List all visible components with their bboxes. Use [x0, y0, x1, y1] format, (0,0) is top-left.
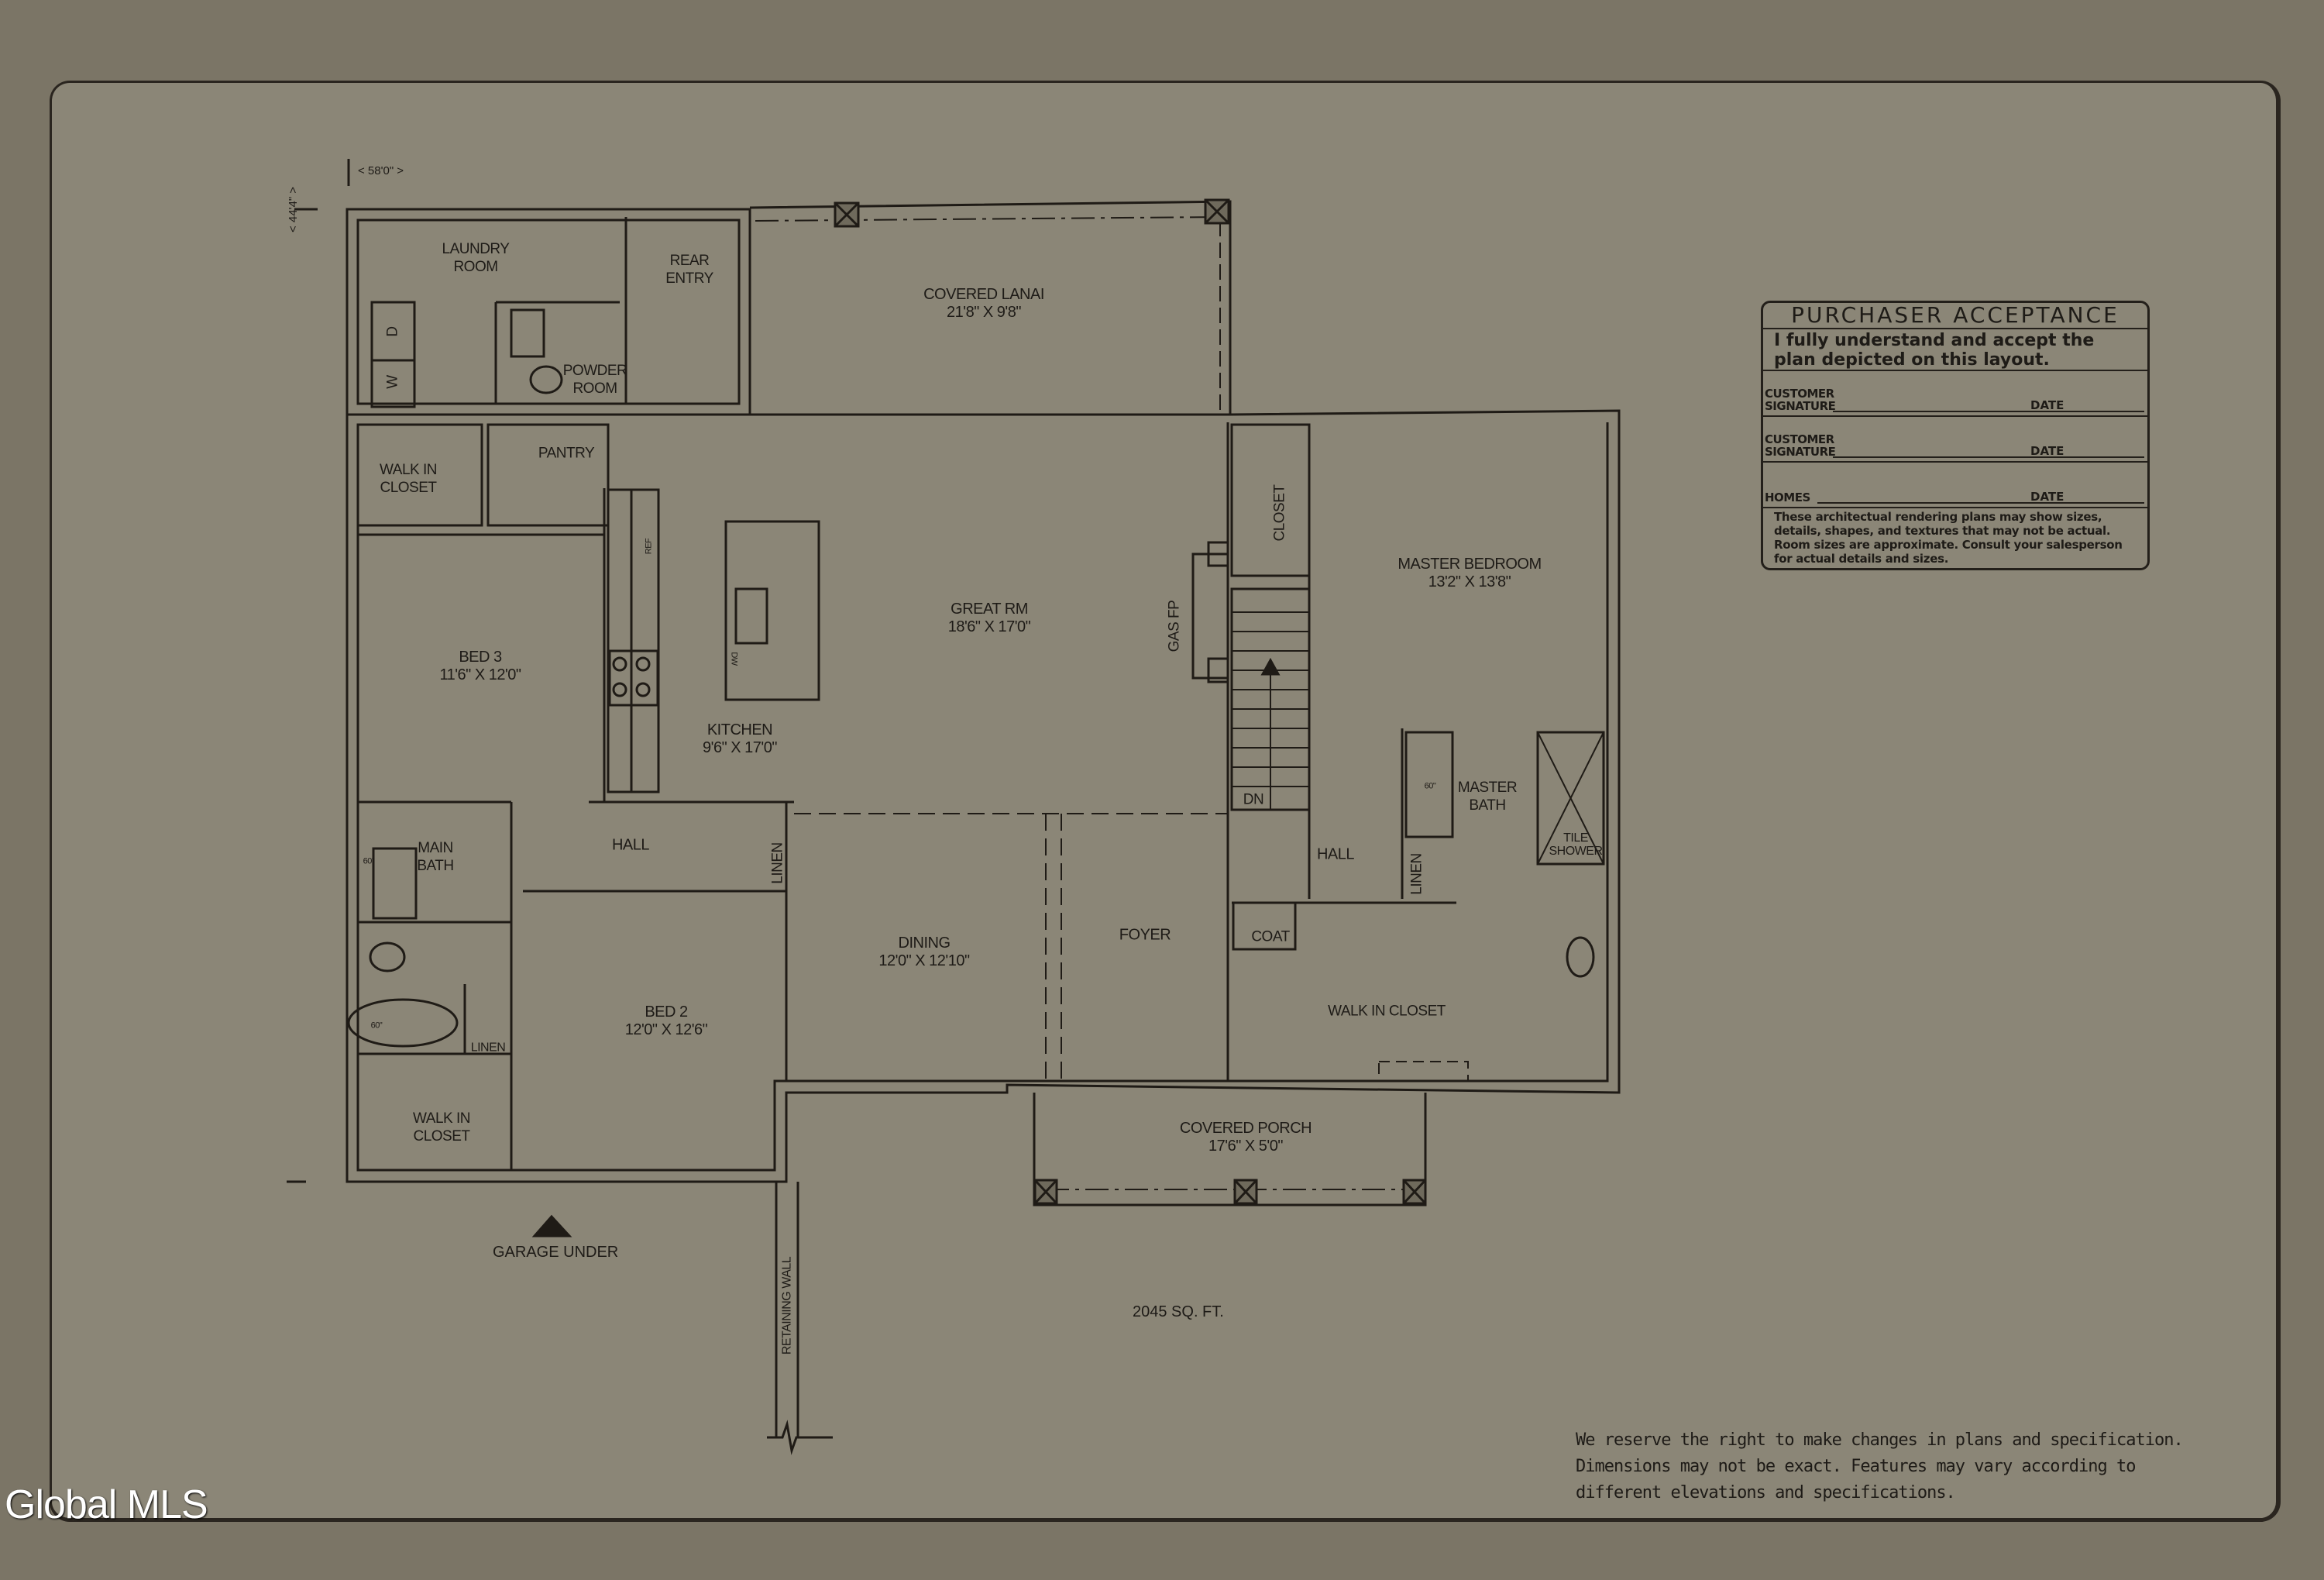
- room-kitchen-size: 9'6" X 17'0": [703, 739, 777, 756]
- dishwasher-label: DW: [729, 652, 739, 666]
- wic-bed3-name: WALK IN: [380, 462, 437, 478]
- room-covered-lanai: COVERED LANAI 21'8" X 9'8": [923, 286, 1044, 322]
- main-tub-size: 60": [370, 1021, 383, 1031]
- linen-hall: LINEN: [769, 842, 786, 884]
- wic-bed2-name-2: CLOSET: [413, 1128, 470, 1145]
- room-rear-entry: REAR ENTRY: [665, 252, 713, 287]
- purchaser-acceptance-title: PURCHASER ACCEPTANCE: [1763, 303, 2147, 329]
- room-bed2: BED 2 12'0" X 12'6": [625, 1003, 708, 1039]
- acceptance-fine-print: These architectual rendering plans may s…: [1774, 510, 2123, 566]
- total-square-footage: 2045 SQ. FT.: [1133, 1303, 1224, 1320]
- room-dining-name: DINING: [898, 935, 951, 952]
- room-hall-right: HALL: [1316, 845, 1355, 863]
- room-covered-porch-size: 17'6" X 5'0": [1208, 1138, 1283, 1155]
- room-laundry-name: LAUNDRY: [442, 241, 510, 257]
- disclaimer-line-3: different elevations and specifications.: [1576, 1483, 1956, 1503]
- overall-width-dimension: < 58'0" >: [358, 164, 404, 177]
- room-rear-entry-name-2: ENTRY: [665, 270, 713, 287]
- room-bed3: BED 3 11'6" X 12'0": [439, 649, 521, 684]
- room-covered-lanai-size: 21'8" X 9'8": [947, 304, 1021, 321]
- room-great-room-size: 18'6" X 17'0": [947, 618, 1031, 635]
- gas-fireplace-label: GAS FP: [1166, 600, 1183, 652]
- room-covered-lanai-name: COVERED LANAI: [923, 286, 1044, 303]
- room-bed2-size: 12'0" X 12'6": [624, 1021, 708, 1038]
- wic-bed2-name: WALK IN: [413, 1110, 470, 1127]
- signature-line[interactable]: [1833, 456, 2144, 458]
- disclaimer-line-1: We reserve the right to make changes in …: [1576, 1430, 2184, 1450]
- room-bed2-name: BED 2: [645, 1003, 688, 1021]
- room-covered-porch: COVERED PORCH 17'6" X 5'0": [1180, 1120, 1312, 1155]
- signature-line[interactable]: [1833, 411, 2144, 412]
- signature-line[interactable]: [1817, 502, 2144, 504]
- global-mls-watermark: Global MLS: [5, 1482, 208, 1527]
- date-label: DATE: [2030, 444, 2064, 458]
- dryer-label: D: [384, 326, 401, 337]
- retaining-wall-label: RETAINING WALL: [780, 1256, 794, 1355]
- room-kitchen: KITCHEN 9'6" X 17'0": [703, 721, 777, 757]
- room-laundry: LAUNDRY ROOM: [442, 240, 510, 276]
- homes-signature-row[interactable]: HOMES DATE: [1763, 463, 2147, 508]
- garage-under-label: GARAGE UNDER: [493, 1244, 619, 1261]
- tile-shower-name-2: SHOWER: [1549, 845, 1604, 858]
- homes-label: HOMES: [1765, 491, 1810, 504]
- overall-depth-dimension: < 44'4" >: [287, 186, 300, 232]
- date-label: DATE: [2030, 398, 2064, 412]
- room-main-bath-name: MAIN: [418, 840, 453, 856]
- room-hall-left: HALL: [611, 836, 650, 854]
- room-great-room-name: GREAT RM: [951, 601, 1028, 618]
- room-main-bath: MAIN BATH: [417, 839, 454, 875]
- room-master-bath-name-2: BATH: [1469, 797, 1506, 814]
- room-walk-in-closet-bed3: WALK IN CLOSET: [380, 461, 437, 497]
- wic-bed3-name-2: CLOSET: [380, 480, 437, 496]
- room-master-closet: CLOSET: [1271, 484, 1288, 542]
- room-master-bedroom-size: 13'2" X 13'8": [1428, 573, 1511, 590]
- tile-shower: TILE SHOWER: [1549, 831, 1604, 858]
- washer-label: W: [384, 375, 401, 389]
- linen-bath: LINEN: [470, 1041, 506, 1055]
- room-master-bedroom-name: MASTER BEDROOM: [1397, 556, 1542, 573]
- room-bed3-size: 11'6" X 12'0": [439, 666, 521, 683]
- main-vanity-size: 60": [363, 856, 375, 866]
- room-walk-in-closet-master: WALK IN CLOSET: [1328, 1003, 1446, 1020]
- room-foyer: FOYER: [1119, 926, 1171, 944]
- master-vanity-size: 60": [1424, 781, 1436, 791]
- plan-disclaimer: We reserve the right to make changes in …: [1576, 1427, 2184, 1506]
- room-walk-in-closet-bed2: WALK IN CLOSET: [413, 1110, 470, 1145]
- room-master-bedroom: MASTER BEDROOM 13'2" X 13'8": [1397, 556, 1542, 591]
- purchaser-acceptance-box: PURCHASER ACCEPTANCE I fully understand …: [1761, 301, 2150, 570]
- room-main-bath-name-2: BATH: [417, 858, 454, 874]
- linen-master: LINEN: [1408, 853, 1425, 895]
- acceptance-statement: I fully understand and accept the plan d…: [1763, 329, 2147, 371]
- tile-shower-name: TILE: [1563, 831, 1588, 845]
- room-dining: DINING 12'0" X 12'10": [878, 935, 970, 970]
- room-powder-name-2: ROOM: [572, 380, 617, 397]
- coat-closet: COAT: [1251, 928, 1290, 945]
- room-dining-size: 12'0" X 12'10": [878, 952, 970, 969]
- room-powder-name: POWDER: [562, 363, 627, 379]
- room-master-bath: MASTER BATH: [1457, 779, 1518, 814]
- stairs-down-label: DN: [1243, 791, 1264, 808]
- room-powder: POWDER ROOM: [563, 362, 627, 398]
- room-kitchen-name: KITCHEN: [706, 721, 773, 738]
- room-master-bath-name: MASTER: [1457, 780, 1518, 796]
- refrigerator-label: REF: [644, 538, 654, 555]
- room-pantry: PANTRY: [538, 445, 595, 463]
- disclaimer-line-2: Dimensions may not be exact. Features ma…: [1576, 1457, 2136, 1476]
- room-laundry-name-2: ROOM: [453, 259, 498, 275]
- room-pantry-name: PANTRY: [538, 445, 595, 462]
- date-label: DATE: [2030, 490, 2064, 504]
- room-rear-entry-name: REAR: [669, 253, 710, 269]
- room-covered-porch-name: COVERED PORCH: [1179, 1120, 1312, 1137]
- room-bed3-name: BED 3: [459, 649, 502, 666]
- room-great-room: GREAT RM 18'6" X 17'0": [948, 601, 1031, 636]
